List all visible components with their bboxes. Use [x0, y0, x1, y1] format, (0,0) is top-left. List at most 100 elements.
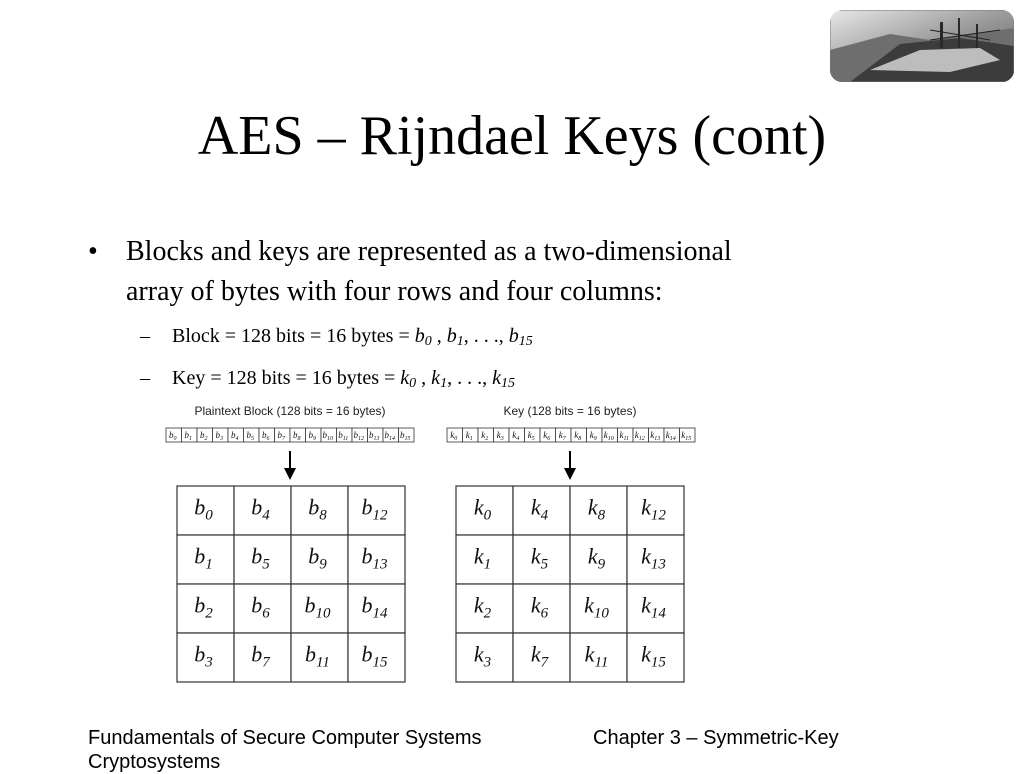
- matrix-byte-label: b7: [251, 642, 271, 671]
- footer-chapter-title-continued: Cryptosystems: [88, 751, 221, 773]
- matrix-cell: b5: [233, 534, 292, 585]
- matrix-cell-border: [569, 534, 628, 585]
- matrix-byte-label: k13: [641, 544, 666, 573]
- strip-cell-border: [165, 427, 182, 443]
- matrix-cell-border: [626, 485, 685, 536]
- strip-cell-border: [274, 427, 291, 443]
- matrix-cell-border: [233, 632, 292, 683]
- matrix-cell: b2: [176, 583, 235, 634]
- key-label: Key (128 bits = 16 bytes): [503, 404, 636, 418]
- matrix-cell-border: [290, 583, 349, 634]
- matrix-cell-border: [233, 534, 292, 585]
- strip-byte-label: k11: [619, 430, 629, 442]
- strip-byte-label: b3: [216, 430, 224, 442]
- strip-byte-label: b2: [200, 430, 208, 442]
- strip-cell-border: [555, 427, 572, 443]
- strip-cell-border: [586, 427, 603, 443]
- strip-byte-label: k7: [559, 430, 567, 442]
- strip-byte-label: b8: [293, 430, 301, 442]
- strip-byte-cell: b8: [289, 427, 306, 443]
- strip-byte-cell: b15: [398, 427, 415, 443]
- strip-byte-label: k0: [450, 430, 457, 442]
- strip-byte-cell: b9: [305, 427, 322, 443]
- bullet-line-2: array of bytes with four rows and four c…: [126, 276, 663, 307]
- matrix-cell-border: [512, 583, 571, 634]
- strip-byte-cell: k9: [586, 427, 603, 443]
- strip-cell-border: [477, 427, 494, 443]
- strip-byte-label: k13: [650, 430, 660, 442]
- matrix-byte-label: b10: [305, 593, 332, 622]
- matrix-cell-border: [347, 534, 406, 585]
- slide-title: AES – Rijndael Keys (cont): [197, 105, 827, 167]
- matrix-cell: b8: [290, 485, 349, 536]
- matrix-byte-label: k11: [585, 642, 609, 671]
- matrix-byte-label: b14: [362, 593, 389, 622]
- strip-byte-label: k8: [574, 430, 581, 442]
- bullet-line-1: Blocks and keys are represented as a two…: [126, 236, 732, 267]
- matrix-cell: k14: [626, 583, 685, 634]
- matrix-cell: k11: [569, 632, 628, 683]
- matrix-cell-border: [569, 485, 628, 536]
- key-down-arrow-icon: [564, 451, 576, 480]
- strip-cell-border: [601, 427, 618, 443]
- strip-byte-cell: b2: [196, 427, 213, 443]
- strip-cell-border: [570, 427, 587, 443]
- matrix-cell-border: [347, 632, 406, 683]
- strip-byte-label: k4: [512, 430, 519, 442]
- sub-bullet-key-text: Key = 128 bits = 16 bytes = k0 , k1, . .…: [172, 367, 515, 391]
- strip-byte-cell: k7: [555, 427, 572, 443]
- strip-byte-cell: k13: [648, 427, 665, 443]
- matrix-byte-label: k8: [588, 495, 606, 524]
- matrix-cell-border: [176, 583, 235, 634]
- matrix-cell-border: [347, 583, 406, 634]
- strip-cell-border: [258, 427, 275, 443]
- matrix-byte-label: b12: [362, 495, 389, 524]
- strip-byte-cell: b4: [227, 427, 244, 443]
- matrix-byte-label: b0: [194, 495, 213, 524]
- strip-byte-label: b1: [185, 430, 193, 442]
- matrix-byte-label: k5: [531, 544, 549, 573]
- strip-cell-border: [648, 427, 665, 443]
- bullet-marker: •: [88, 236, 98, 267]
- matrix-cell: k0: [455, 485, 514, 536]
- strip-byte-label: b13: [369, 430, 380, 442]
- matrix-byte-label: b3: [194, 642, 213, 671]
- strip-cell-border: [305, 427, 322, 443]
- matrix-byte-label: k7: [531, 642, 550, 671]
- matrix-byte-label: k9: [588, 544, 606, 573]
- strip-byte-cell: k0: [446, 427, 463, 443]
- ship-harbor-photo-icon: [830, 10, 1014, 82]
- strip-byte-label: k10: [604, 430, 614, 442]
- strip-cell-border: [289, 427, 306, 443]
- matrix-byte-label: k6: [531, 593, 549, 622]
- strip-cell-border: [679, 427, 696, 443]
- footer-chapter-title: Chapter 3 – Symmetric-Key: [593, 727, 839, 749]
- matrix-byte-label: b6: [251, 593, 270, 622]
- matrix-cell-border: [176, 485, 235, 536]
- strip-cell-border: [617, 427, 634, 443]
- matrix-cell: b15: [347, 632, 406, 683]
- strip-byte-label: k6: [543, 430, 550, 442]
- plaintext-block-label: Plaintext Block (128 bits = 16 bytes): [194, 404, 385, 418]
- strip-byte-label: b6: [262, 430, 270, 442]
- matrix-cell-border: [455, 583, 514, 634]
- matrix-byte-label: k4: [531, 495, 549, 524]
- strip-cell-border: [196, 427, 213, 443]
- matrix-byte-label: b11: [305, 642, 330, 671]
- matrix-cell: k6: [512, 583, 571, 634]
- strip-byte-cell: k14: [663, 427, 680, 443]
- strip-byte-label: b7: [278, 430, 287, 442]
- matrix-cell: b13: [347, 534, 406, 585]
- strip-byte-cell: b14: [382, 427, 399, 443]
- header-logo-image: [830, 10, 1014, 82]
- strip-byte-cell: k11: [617, 427, 634, 443]
- strip-byte-cell: b3: [212, 427, 229, 443]
- strip-cell-border: [351, 427, 368, 443]
- matrix-byte-label: b5: [251, 544, 270, 573]
- matrix-cell: b7: [233, 632, 292, 683]
- matrix-cell-border: [176, 534, 235, 585]
- strip-cell-border: [243, 427, 260, 443]
- matrix-byte-label: k2: [474, 593, 492, 622]
